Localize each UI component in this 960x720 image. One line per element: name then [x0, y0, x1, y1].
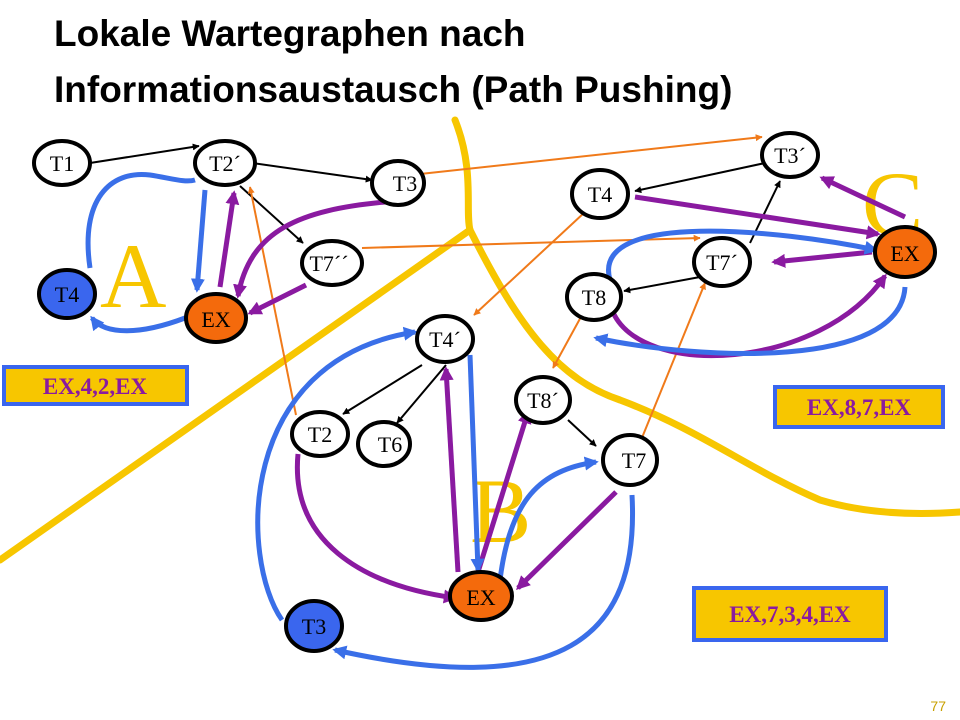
partition-line-bc	[466, 226, 960, 518]
edge-orange-t3-t3p	[419, 134, 763, 175]
node-label-a-t7pp: T7´´	[309, 251, 348, 276]
edge-orange-t8-t8p	[552, 314, 583, 369]
node-label-c-t3p: T3´	[774, 143, 806, 168]
node-b-t4p	[415, 314, 475, 364]
node-a-t7pp	[300, 239, 364, 287]
edge-purple-b-ex-t8p	[475, 409, 532, 573]
edge-c-t3p-t4	[634, 162, 766, 194]
node-label-a-t3: T3	[393, 171, 417, 196]
edge-purple-a-t3-ex	[233, 199, 386, 299]
partition-line-ab	[0, 226, 474, 564]
region-label-a: A	[100, 225, 166, 327]
edge-a-t2p-t7pp	[239, 185, 304, 244]
node-label-a-t2p: T2´	[209, 151, 241, 176]
node-b-t2	[290, 410, 350, 458]
node-c-t7p	[692, 236, 752, 288]
black-edges	[89, 143, 781, 447]
edge-purple-c-ex-t3p	[819, 175, 907, 220]
edge-blue-a-t4-t1	[85, 171, 196, 269]
path-box-c-text: EX,8,7,EX	[807, 395, 912, 420]
path-box-a: EX,4,2,EX	[2, 365, 189, 406]
edge-a-t2p-t3	[244, 161, 373, 183]
nodes	[32, 131, 937, 653]
node-a-t4	[37, 268, 97, 320]
page-number: 77	[930, 698, 946, 714]
blue-edges	[85, 171, 908, 670]
edge-blue-b-ex-t7	[497, 456, 599, 581]
edge-blue-c-t8-ex	[606, 228, 879, 281]
edge-blue-b-t7-t3	[332, 494, 636, 670]
edge-purple-b-t7-ex	[515, 490, 618, 590]
node-c-t4	[570, 168, 630, 220]
node-b-t8p	[514, 375, 572, 425]
edge-purple-a-t7pp-ex	[247, 282, 308, 316]
edge-c-t7p-t8	[623, 276, 701, 294]
edge-a-t1-t2p	[89, 143, 200, 164]
node-label-b-t7: T7	[622, 448, 646, 473]
node-a-ex	[184, 292, 248, 344]
node-c-t8	[565, 272, 623, 322]
slide-title: Lokale Wartegraphen nach Informationsaus…	[54, 6, 954, 118]
edge-b-t8p-t7	[567, 419, 597, 447]
edge-purple-c-t4-ex	[634, 194, 881, 240]
node-a-t3	[370, 159, 426, 207]
node-b-t6	[356, 420, 412, 468]
node-a-t2p	[193, 139, 257, 187]
node-b-t7	[601, 433, 659, 487]
node-label-c-t8: T8	[582, 285, 606, 310]
edge-blue-a-ex-t4	[90, 315, 186, 334]
node-label-a-t4: T4	[55, 282, 79, 307]
path-box-a-text: EX,4,2,EX	[43, 374, 148, 399]
edge-blue-a-t2p-ex	[190, 189, 208, 293]
node-label-c-ex: EX	[890, 241, 919, 266]
node-label-b-t3: T3	[302, 614, 326, 639]
node-c-ex	[873, 225, 937, 279]
edge-orange-t4-t4p	[473, 211, 586, 316]
edge-b-t4p-t6	[396, 364, 447, 424]
path-box-c: EX,8,7,EX	[773, 385, 945, 429]
edge-purple-b-ex-t4p	[439, 366, 461, 573]
edge-purple-b-t2-ex	[294, 453, 458, 604]
edge-orange-t7-t7p	[636, 282, 706, 451]
node-label-b-t2: T2	[308, 422, 332, 447]
edge-purple-c-ex-t7p	[771, 249, 873, 268]
node-a-t1	[32, 139, 92, 187]
path-box-b: EX,7,3,4,EX	[692, 586, 888, 642]
path-box-b-text: EX,7,3,4,EX	[729, 602, 851, 627]
node-b-ex	[448, 570, 514, 622]
edge-b-t4p-t2	[342, 364, 423, 415]
node-label-b-ex: EX	[466, 585, 495, 610]
node-c-t3p	[760, 131, 820, 179]
node-label-c-t7p: T7´	[706, 250, 738, 275]
edge-orange-t7pp-t7p	[361, 234, 701, 249]
node-label-c-t4: T4	[588, 182, 612, 207]
title-line-1: Lokale Wartegraphen nach	[54, 13, 526, 54]
edge-purple-a-ex-t2p	[217, 190, 240, 288]
node-label-b-t6: T6	[378, 432, 402, 457]
edge-blue-b-t4p-ex	[467, 354, 485, 573]
edge-blue-b-t3-t4p	[255, 326, 418, 622]
node-label-a-t1: T1	[50, 151, 74, 176]
title-line-2: Informationsaustausch (Path Pushing)	[54, 69, 733, 110]
partition-line-top-split	[451, 116, 474, 234]
node-b-t3	[284, 599, 344, 653]
edge-blue-c-ex-t8	[593, 286, 908, 356]
node-label-b-t4p: T4´	[429, 327, 461, 352]
node-label-a-ex: EX	[201, 307, 230, 332]
partition-lines	[0, 116, 960, 564]
node-label-b-t8p: T8´	[527, 388, 559, 413]
